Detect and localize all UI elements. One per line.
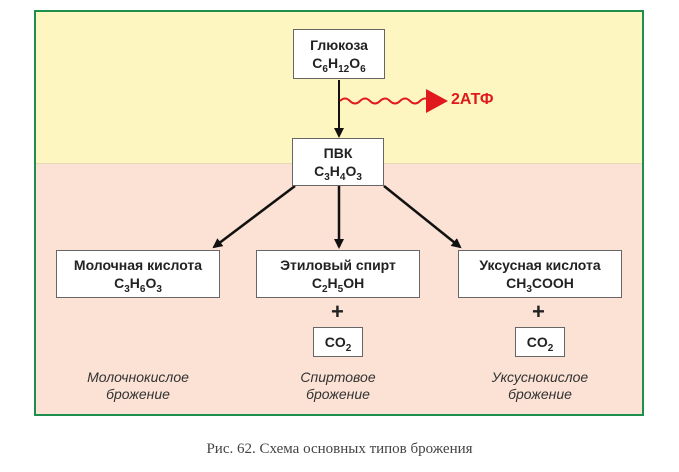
plus-sign-ethanol: + xyxy=(331,299,344,324)
lactic-fermentation-line2: брожение xyxy=(106,386,170,402)
atf-label: 2АТФ xyxy=(451,91,494,108)
atf-arrow-head xyxy=(426,89,448,113)
co2-box-ethanol: CO2 xyxy=(313,327,363,357)
co2-formula-acetic: CO2 xyxy=(526,334,554,354)
ethanol-formula: C2H5OH xyxy=(311,275,365,295)
glucose-box: Глюкоза C6H12O6 xyxy=(293,29,385,79)
glucose-formula: C6H12O6 xyxy=(312,55,366,75)
co2-box-acetic: CO2 xyxy=(515,327,565,357)
ethanol-name: Этиловый спирт xyxy=(280,257,396,273)
atf-wavy-line xyxy=(339,97,431,105)
lactic-fermentation-line1: Молочнокислое xyxy=(87,369,189,385)
alcoholic-fermentation-line1: Спиртовое xyxy=(300,369,376,385)
acetic-acid-formula: CH3COOH xyxy=(506,275,574,295)
lactic-acid-box: Молочная кислота C3H6O3 xyxy=(56,250,220,298)
pvk-formula: C3H4O3 xyxy=(314,163,362,183)
co2-formula-ethanol: CO2 xyxy=(324,334,352,354)
arrow-pvk-to-acetic xyxy=(383,185,462,249)
alcoholic-fermentation-label: Спиртовое брожение xyxy=(268,369,408,403)
pvk-name: ПВК xyxy=(323,145,353,161)
lactic-acid-formula: C3H6O3 xyxy=(114,275,162,295)
arrow-pvk-to-lactic xyxy=(212,185,296,249)
acetic-fermentation-line1: Уксуснокислое xyxy=(491,369,589,385)
glucose-name: Глюкоза xyxy=(310,37,368,53)
alcoholic-fermentation-line2: брожение xyxy=(306,386,370,402)
plus-sign-acetic: + xyxy=(532,299,545,324)
lactic-acid-name: Молочная кислота xyxy=(73,257,203,273)
acetic-fermentation-line2: брожение xyxy=(508,386,572,402)
ethanol-box: Этиловый спирт C2H5OH xyxy=(256,250,420,298)
figure-caption: Рис. 62. Схема основных типов брожения xyxy=(206,441,473,457)
lactic-fermentation-label: Молочнокислое брожение xyxy=(66,369,210,403)
pvk-box: ПВК C3H4O3 xyxy=(292,138,384,186)
acetic-acid-box: Уксусная кислота CH3COOH xyxy=(458,250,622,298)
acetic-fermentation-label: Уксуснокислое брожение xyxy=(466,369,614,403)
acetic-acid-name: Уксусная кислота xyxy=(479,257,601,273)
